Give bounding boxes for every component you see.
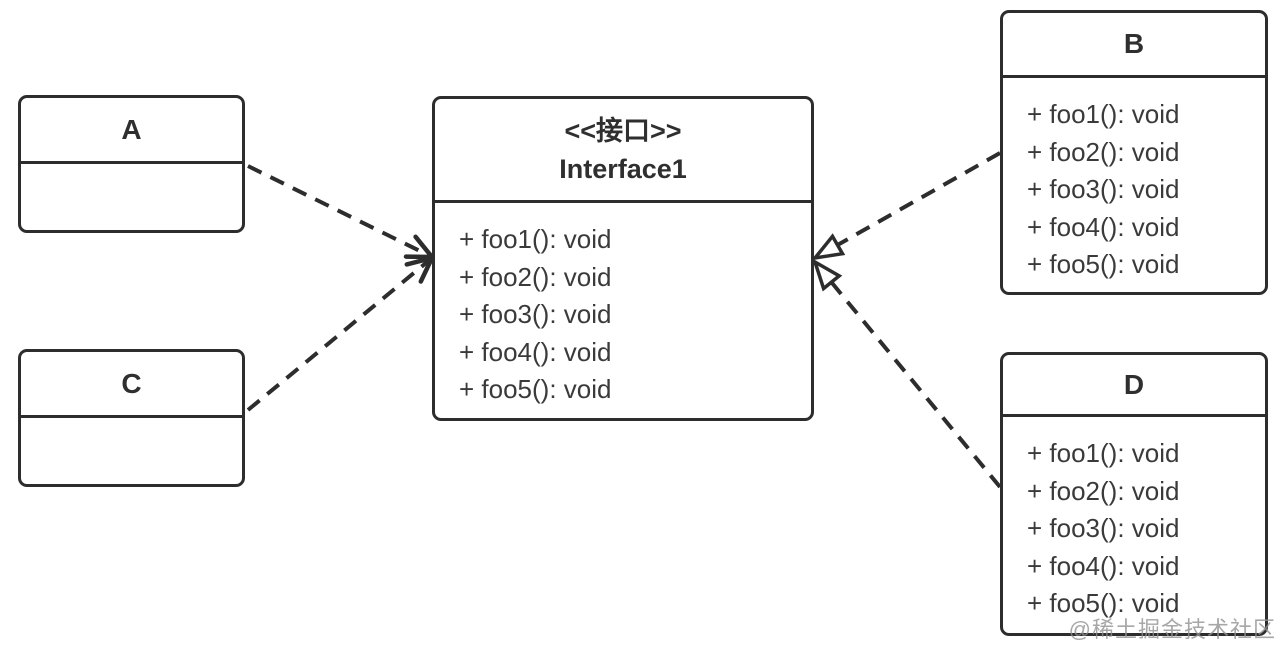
interface-box-interface1: <<接口>> Interface1 + foo1(): void + foo2(…: [432, 96, 814, 421]
dependency-arrow-a-to-interface1: [247, 164, 437, 260]
class-name-b: B: [1003, 13, 1265, 78]
method-item: + foo2(): void: [1027, 475, 1180, 506]
method-item: + foo3(): void: [1027, 513, 1180, 543]
method-item: + foo4(): void: [459, 336, 612, 367]
hollow-triangle-arrowhead: [811, 258, 843, 292]
method-item: + foo1(): void: [1027, 438, 1180, 468]
interface-stereotype: <<接口>>: [564, 115, 682, 146]
method-item: + foo2(): void: [459, 261, 612, 292]
class-name-a: A: [21, 98, 242, 164]
interface-title: <<接口>> Interface1: [435, 99, 811, 203]
class-name-d: D: [1003, 355, 1265, 417]
class-d-methods: + foo1(): void + foo2(): void + foo3(): …: [1003, 417, 1265, 623]
class-box-c: C: [18, 349, 245, 487]
method-item: + foo2(): void: [1027, 136, 1180, 167]
method-item: + foo4(): void: [1027, 550, 1180, 581]
class-a-empty-compartment: [21, 164, 242, 182]
class-c-empty-compartment: [21, 418, 242, 436]
realization-arrow-d-to-interface1: [811, 258, 1002, 489]
hollow-triangle-arrowhead: [810, 233, 846, 261]
method-item: + foo3(): void: [459, 299, 612, 329]
class-box-a: A: [18, 95, 245, 233]
class-box-b: B + foo1(): void + foo2(): void + foo3()…: [1000, 10, 1268, 295]
realization-arrow-b-to-interface1: [810, 151, 1001, 261]
method-item: + foo1(): void: [1027, 99, 1180, 129]
class-box-d: D + foo1(): void + foo2(): void + foo3()…: [1000, 352, 1268, 636]
class-b-methods: + foo1(): void + foo2(): void + foo3(): …: [1003, 78, 1265, 284]
method-item: + foo1(): void: [459, 224, 612, 254]
method-item: + foo5(): void: [459, 374, 612, 404]
method-item: + foo4(): void: [1027, 211, 1180, 242]
method-item: + foo5(): void: [1027, 249, 1180, 279]
dependency-arrow-c-to-interface1: [246, 254, 437, 412]
interface-methods: + foo1(): void + foo2(): void + foo3(): …: [435, 203, 811, 409]
method-item: + foo5(): void: [1027, 588, 1180, 618]
class-name-c: C: [21, 352, 242, 418]
method-item: + foo3(): void: [1027, 174, 1180, 204]
watermark: @稀土掘金技术社区: [1068, 617, 1276, 642]
open-arrowhead: [404, 254, 437, 284]
open-arrowhead: [403, 234, 437, 260]
interface-name: Interface1: [559, 153, 687, 184]
